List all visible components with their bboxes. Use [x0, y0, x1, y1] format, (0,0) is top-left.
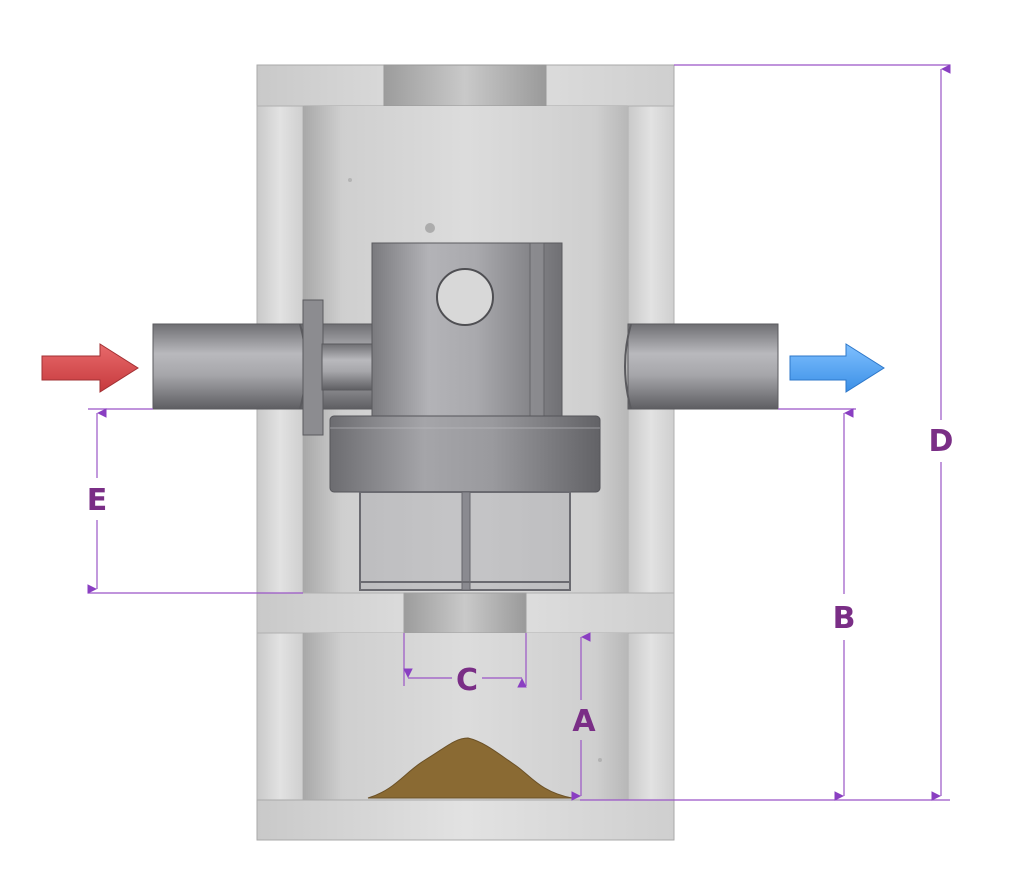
dimension-label-a: A: [572, 704, 596, 739]
dimension-label-c: C: [456, 663, 478, 698]
separator-unit: [329, 242, 601, 591]
right-wall: [627, 105, 675, 801]
concrete-chamber: [256, 64, 675, 841]
arrow-right-icon: [789, 343, 885, 393]
inlet-flange: [302, 299, 324, 436]
sediment-pile: [367, 737, 573, 799]
dimension-lines: [87, 64, 951, 801]
dimension-label-b: B: [833, 601, 856, 636]
top-access-shaft: [383, 64, 547, 107]
outlet-pipe: [624, 323, 779, 410]
middle-shaft: [403, 592, 527, 634]
port-hole: [436, 268, 494, 326]
inlet-pipe: [152, 299, 374, 436]
weir-ring: [329, 415, 601, 493]
arrow-right-icon: [41, 343, 139, 393]
dimension-label-d: D: [929, 424, 954, 459]
bottom-slab: [256, 799, 675, 841]
left-wall: [256, 105, 304, 801]
dimension-label-e: E: [87, 483, 108, 518]
